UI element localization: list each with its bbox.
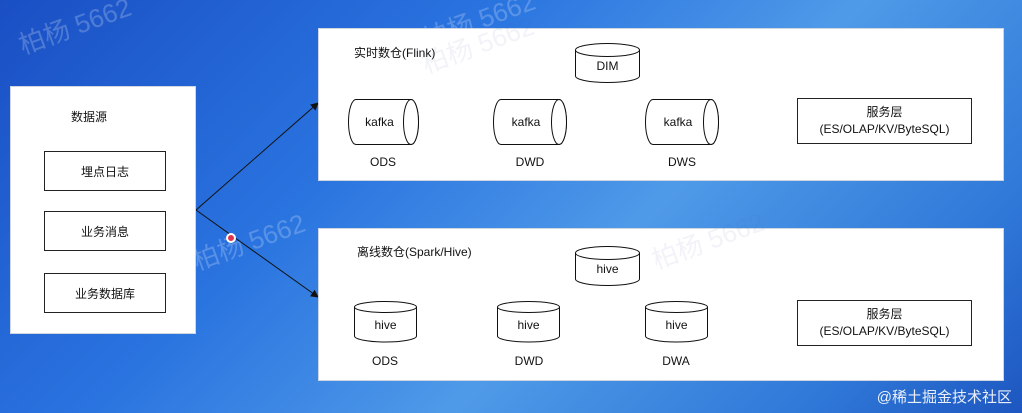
offline-service-layer: 服务层 (ES/OLAP/KV/ByteSQL) xyxy=(797,300,972,346)
realtime-service-detail: (ES/OLAP/KV/ByteSQL) xyxy=(819,122,950,136)
source-item-tracking-log: 埋点日志 xyxy=(44,151,166,191)
realtime-dwd-node: kafka xyxy=(493,99,567,145)
data-source-title: 数据源 xyxy=(71,110,108,124)
cursor-pointer xyxy=(226,233,236,243)
offline-service-detail: (ES/OLAP/KV/ByteSQL) xyxy=(819,324,950,338)
realtime-service-title: 服务层 xyxy=(866,105,903,119)
realtime-service-layer: 服务层 (ES/OLAP/KV/ByteSQL) xyxy=(797,98,972,144)
offline-dwd-node: hive xyxy=(497,301,560,343)
realtime-dws-node: kafka xyxy=(645,99,719,145)
offline-dwd-layer-label: DWD xyxy=(514,354,544,368)
realtime-title: 实时数仓(Flink) xyxy=(354,46,436,60)
realtime-ods-node: kafka xyxy=(348,99,419,145)
realtime-ods-store-label: kafka xyxy=(365,115,394,129)
realtime-dws-store-label: kafka xyxy=(663,115,693,129)
offline-ods-store-label: hive xyxy=(374,317,397,332)
source-item-business-message: 业务消息 xyxy=(44,211,166,251)
realtime-dim-node: DIM xyxy=(575,43,640,83)
realtime-dws-layer-label: DWS xyxy=(668,155,696,169)
offline-ods-layer-label: ODS xyxy=(371,354,399,368)
realtime-dim-label: DIM xyxy=(596,58,619,73)
offline-title: 离线数仓(Spark/Hive) xyxy=(357,245,472,259)
arrow-source-to-realtime xyxy=(195,102,319,211)
realtime-ods-layer-label: ODS xyxy=(369,155,397,169)
offline-service-title: 服务层 xyxy=(866,307,903,321)
offline-dim-node: hive xyxy=(575,246,640,286)
offline-dwa-store-label: hive xyxy=(665,317,688,332)
offline-dwa-layer-label: DWA xyxy=(662,354,690,368)
arrow-source-to-offline xyxy=(195,209,319,298)
data-source-panel: 数据源 埋点日志 业务消息 业务数据库 xyxy=(10,86,196,334)
offline-dwa-node: hive xyxy=(645,301,708,343)
offline-dim-label: hive xyxy=(596,261,619,276)
offline-warehouse-panel: 离线数仓(Spark/Hive) hive hive ODS hive DWD … xyxy=(318,207,1004,381)
offline-ods-node: hive xyxy=(354,301,417,343)
realtime-dwd-store-label: kafka xyxy=(511,115,541,129)
source-to-warehouse-arrows xyxy=(195,102,319,298)
realtime-warehouse-panel: 实时数仓(Flink) DIM kafka ODS kafka DWD kafk… xyxy=(318,11,1004,181)
footer-credit: @稀土掘金技术社区 xyxy=(876,389,1012,406)
source-item-business-database: 业务数据库 xyxy=(44,273,166,313)
offline-dwd-store-label: hive xyxy=(517,317,540,332)
realtime-dwd-layer-label: DWD xyxy=(515,155,545,169)
